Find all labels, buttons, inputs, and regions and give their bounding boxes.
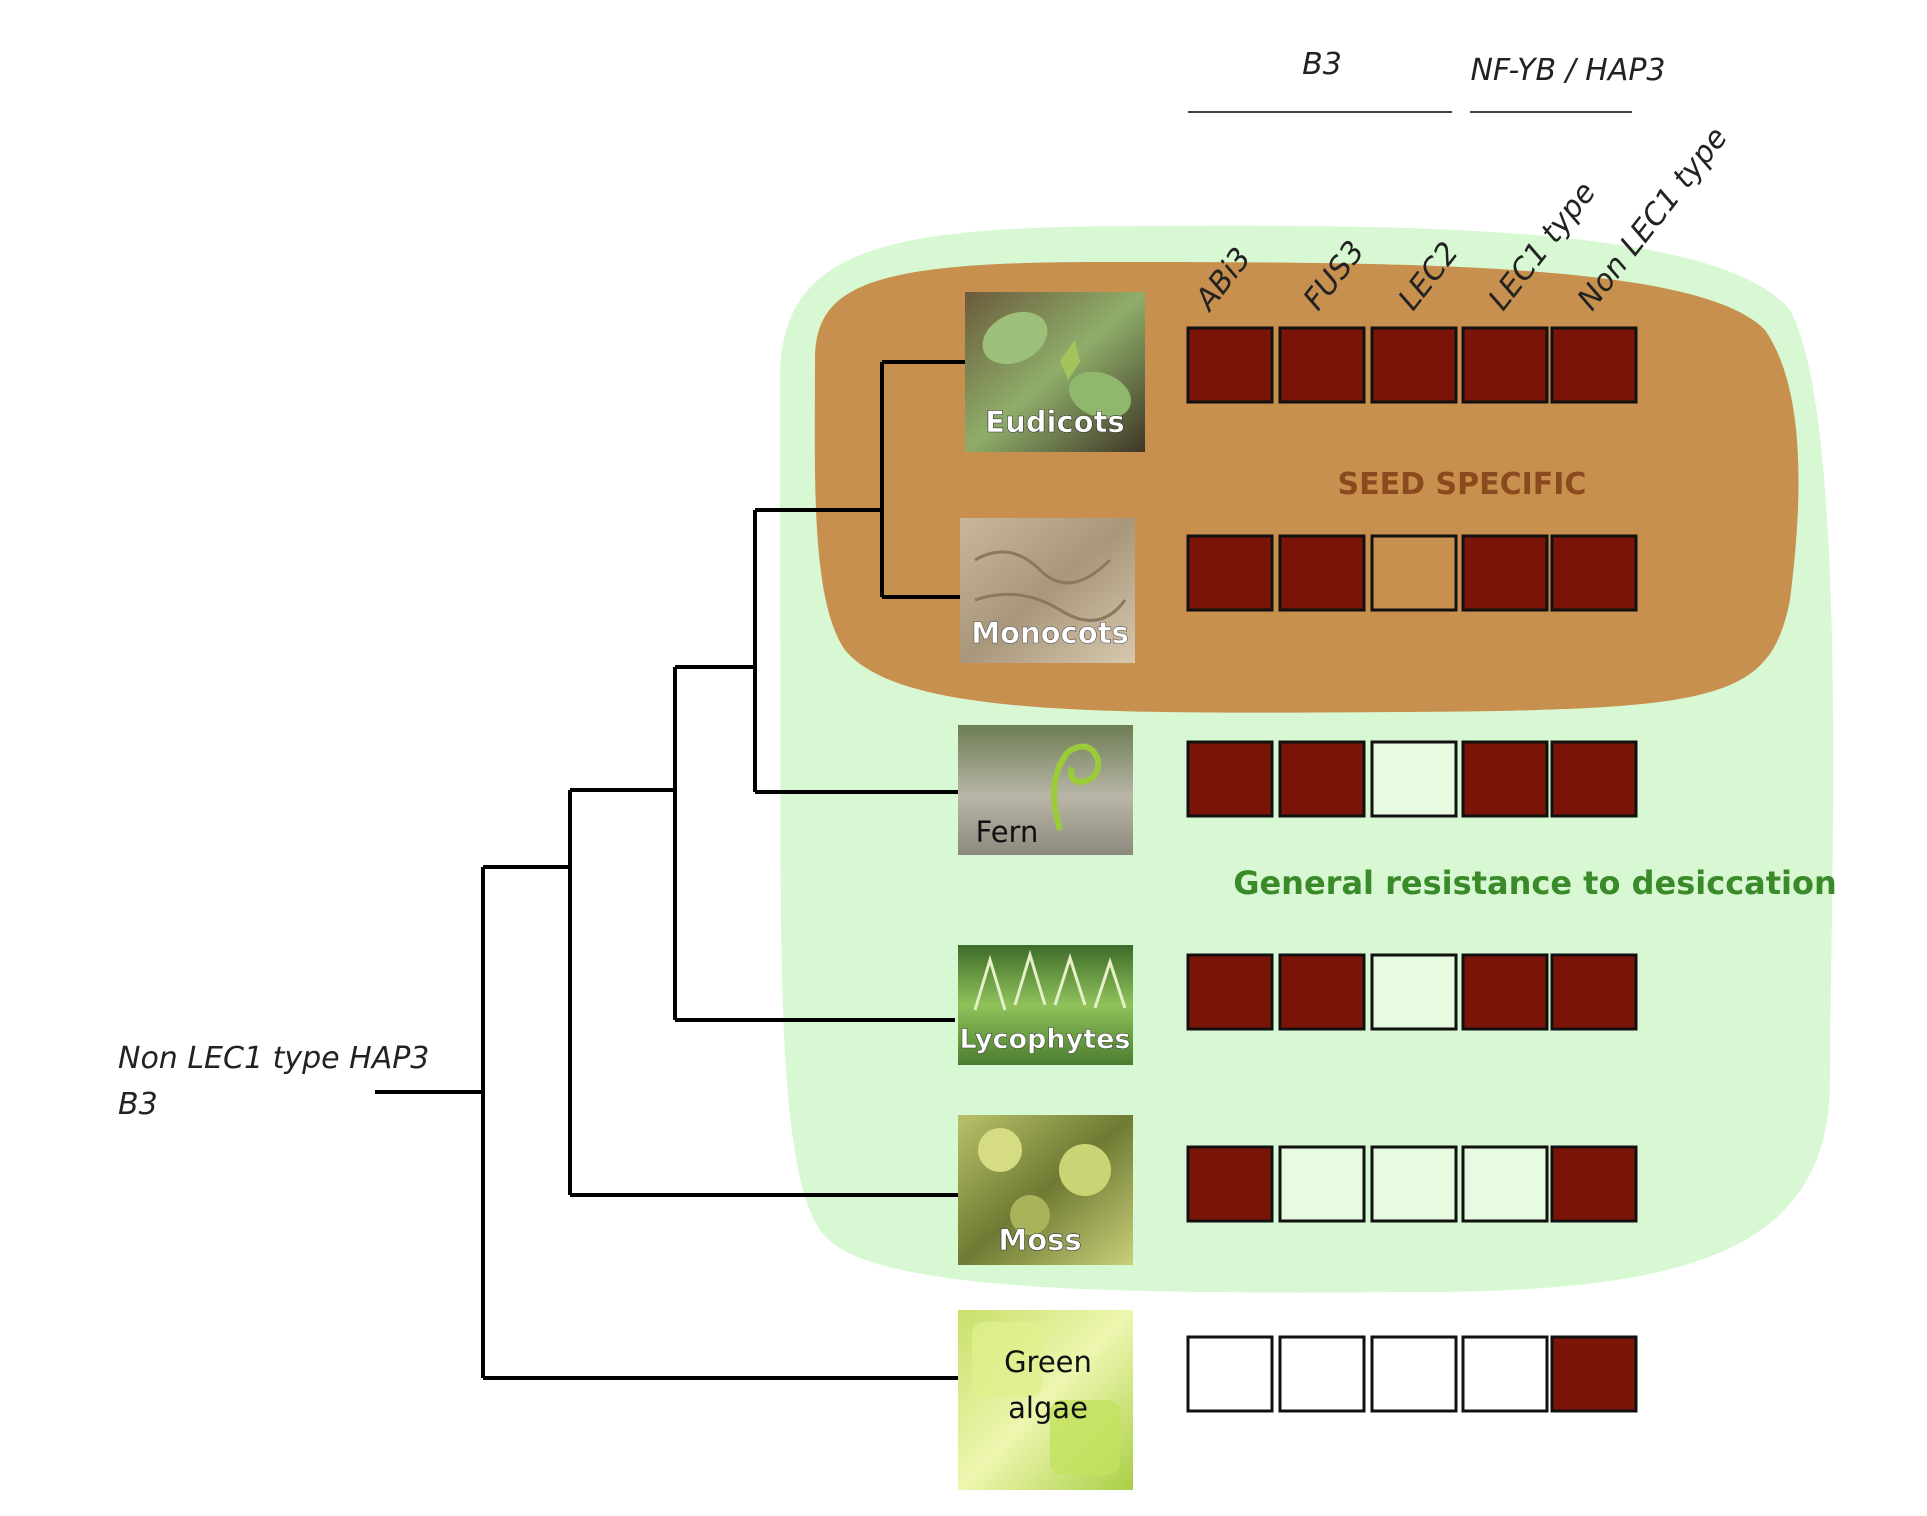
- taxon-image-green-algae: Green algae: [958, 1310, 1133, 1490]
- seed-specific-label: SEED SPECIFIC: [1338, 467, 1587, 502]
- taxon-label-monocots: Monocots: [971, 616, 1129, 650]
- presence-matrix: [1186, 326, 1638, 1413]
- taxon-label-eudicots: Eudicots: [985, 405, 1124, 439]
- cell-monocots-lec2: [1370, 534, 1458, 612]
- cell-monocots-lec1-type: [1461, 534, 1549, 612]
- cell-moss-lec2: [1370, 1145, 1458, 1223]
- cell-moss-lec1-type: [1461, 1145, 1549, 1223]
- root-label-line1: Non LEC1 type HAP3: [118, 1041, 429, 1076]
- taxon-label-lycophytes: Lycophytes: [960, 1024, 1131, 1055]
- cell-monocots-abi3: [1186, 534, 1274, 612]
- taxon-image-eudicots: Eudicots: [965, 292, 1145, 452]
- cell-fern-fus3: [1278, 740, 1366, 818]
- cell-green-algae-lec2: [1370, 1335, 1458, 1413]
- taxon-image-lycophytes: Lycophytes: [958, 945, 1133, 1065]
- cell-monocots-non-lec1-type: [1550, 534, 1638, 612]
- cell-eudicots-abi3: [1186, 326, 1274, 404]
- taxon-image-moss: Moss: [958, 1115, 1133, 1265]
- cell-lycophytes-lec1-type: [1461, 953, 1549, 1031]
- cell-green-algae-non-lec1-type: [1550, 1335, 1638, 1413]
- taxon-label-green-algae-line1: Green: [1004, 1345, 1092, 1379]
- cell-fern-non-lec1-type: [1550, 740, 1638, 818]
- taxon-label-moss: Moss: [998, 1223, 1081, 1257]
- cell-eudicots-lec2: [1370, 326, 1458, 404]
- cell-fern-lec2: [1370, 740, 1458, 818]
- cell-moss-fus3: [1278, 1145, 1366, 1223]
- taxon-label-green-algae-line2: algae: [1008, 1391, 1088, 1425]
- cell-moss-non-lec1-type: [1550, 1145, 1638, 1223]
- cell-moss-abi3: [1186, 1145, 1274, 1223]
- nfyb-group-header: NF-YB / HAP3: [1470, 53, 1665, 88]
- cell-lycophytes-lec2: [1370, 953, 1458, 1031]
- desiccation-label: General resistance to desiccation: [1233, 864, 1837, 902]
- phylogenetic-tree: [375, 360, 967, 1380]
- taxon-image-fern: Fern: [958, 725, 1133, 855]
- cell-eudicots-fus3: [1278, 326, 1366, 404]
- cell-eudicots-non-lec1-type: [1550, 326, 1638, 404]
- cell-lycophytes-non-lec1-type: [1550, 953, 1638, 1031]
- cell-green-algae-abi3: [1186, 1335, 1274, 1413]
- root-label-line2: B3: [118, 1087, 158, 1122]
- cell-monocots-fus3: [1278, 534, 1366, 612]
- cell-green-algae-lec1-type: [1461, 1335, 1549, 1413]
- taxon-label-fern: Fern: [976, 815, 1039, 849]
- cell-green-algae-fus3: [1278, 1335, 1366, 1413]
- taxon-image-monocots: Monocots: [960, 518, 1135, 663]
- cell-lycophytes-fus3: [1278, 953, 1366, 1031]
- b3-group-header: B3: [1302, 47, 1342, 82]
- cell-eudicots-lec1-type: [1461, 326, 1549, 404]
- cell-fern-lec1-type: [1461, 740, 1549, 818]
- cell-lycophytes-abi3: [1186, 953, 1274, 1031]
- cell-fern-abi3: [1186, 740, 1274, 818]
